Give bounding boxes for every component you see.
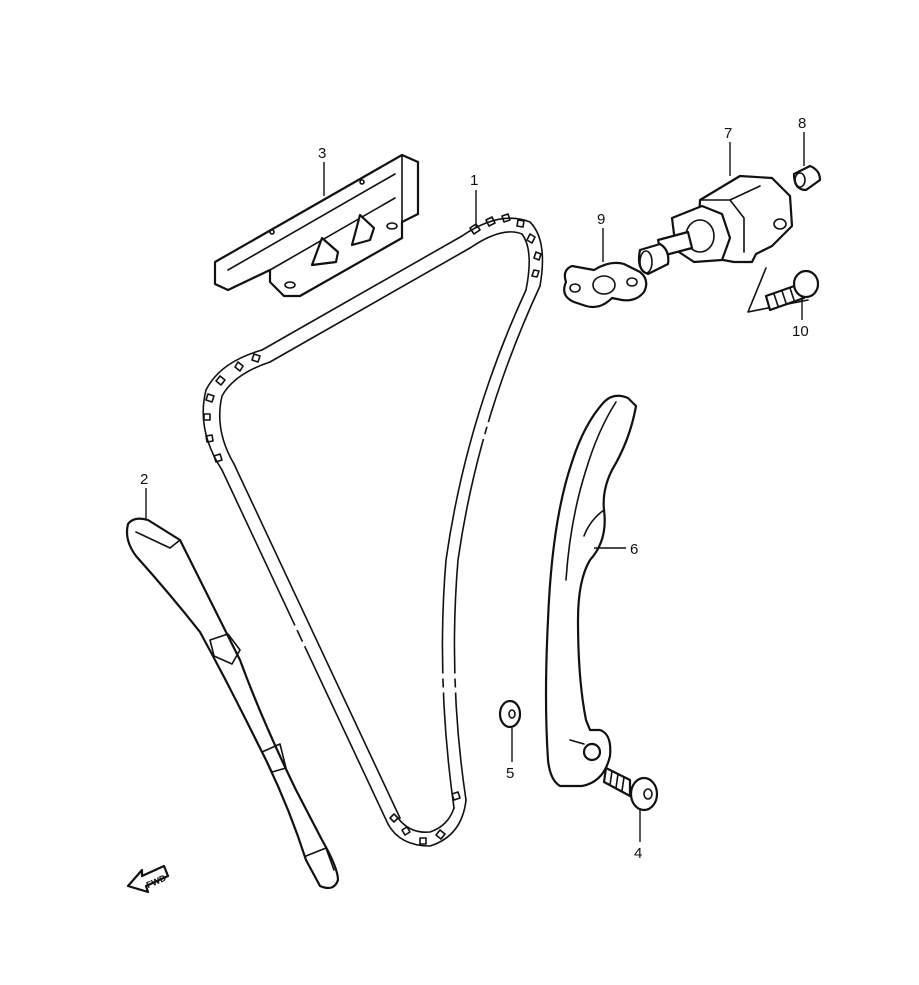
forward-arrow-icon: FWD (126, 864, 170, 894)
callout-2: 2 (140, 471, 148, 488)
callout-1: 1 (470, 172, 478, 189)
cam-chain-tensioner (637, 174, 809, 313)
tensioner-gasket (563, 261, 648, 309)
tensioner-mounting-bolt (764, 269, 820, 312)
upper-chain-guide (213, 153, 420, 298)
callout-labels: 1 2 3 4 5 6 7 8 9 10 (140, 115, 809, 862)
chain-tensioner-guide (544, 394, 638, 788)
callout-5: 5 (506, 765, 514, 782)
callout-6: 6 (630, 541, 638, 558)
callout-3: 3 (318, 145, 326, 162)
callout-7: 7 (724, 125, 732, 142)
callout-10: 10 (792, 323, 809, 340)
tensioner-cap-bolt (792, 164, 822, 192)
callout-8: 8 (798, 115, 806, 132)
leader-lines (145, 132, 805, 842)
callout-9: 9 (597, 211, 605, 228)
rear-chain-guide (125, 517, 340, 890)
guide-bolt (602, 766, 659, 812)
callout-4: 4 (634, 845, 642, 862)
washer (498, 699, 522, 729)
cam-chain (202, 213, 544, 847)
